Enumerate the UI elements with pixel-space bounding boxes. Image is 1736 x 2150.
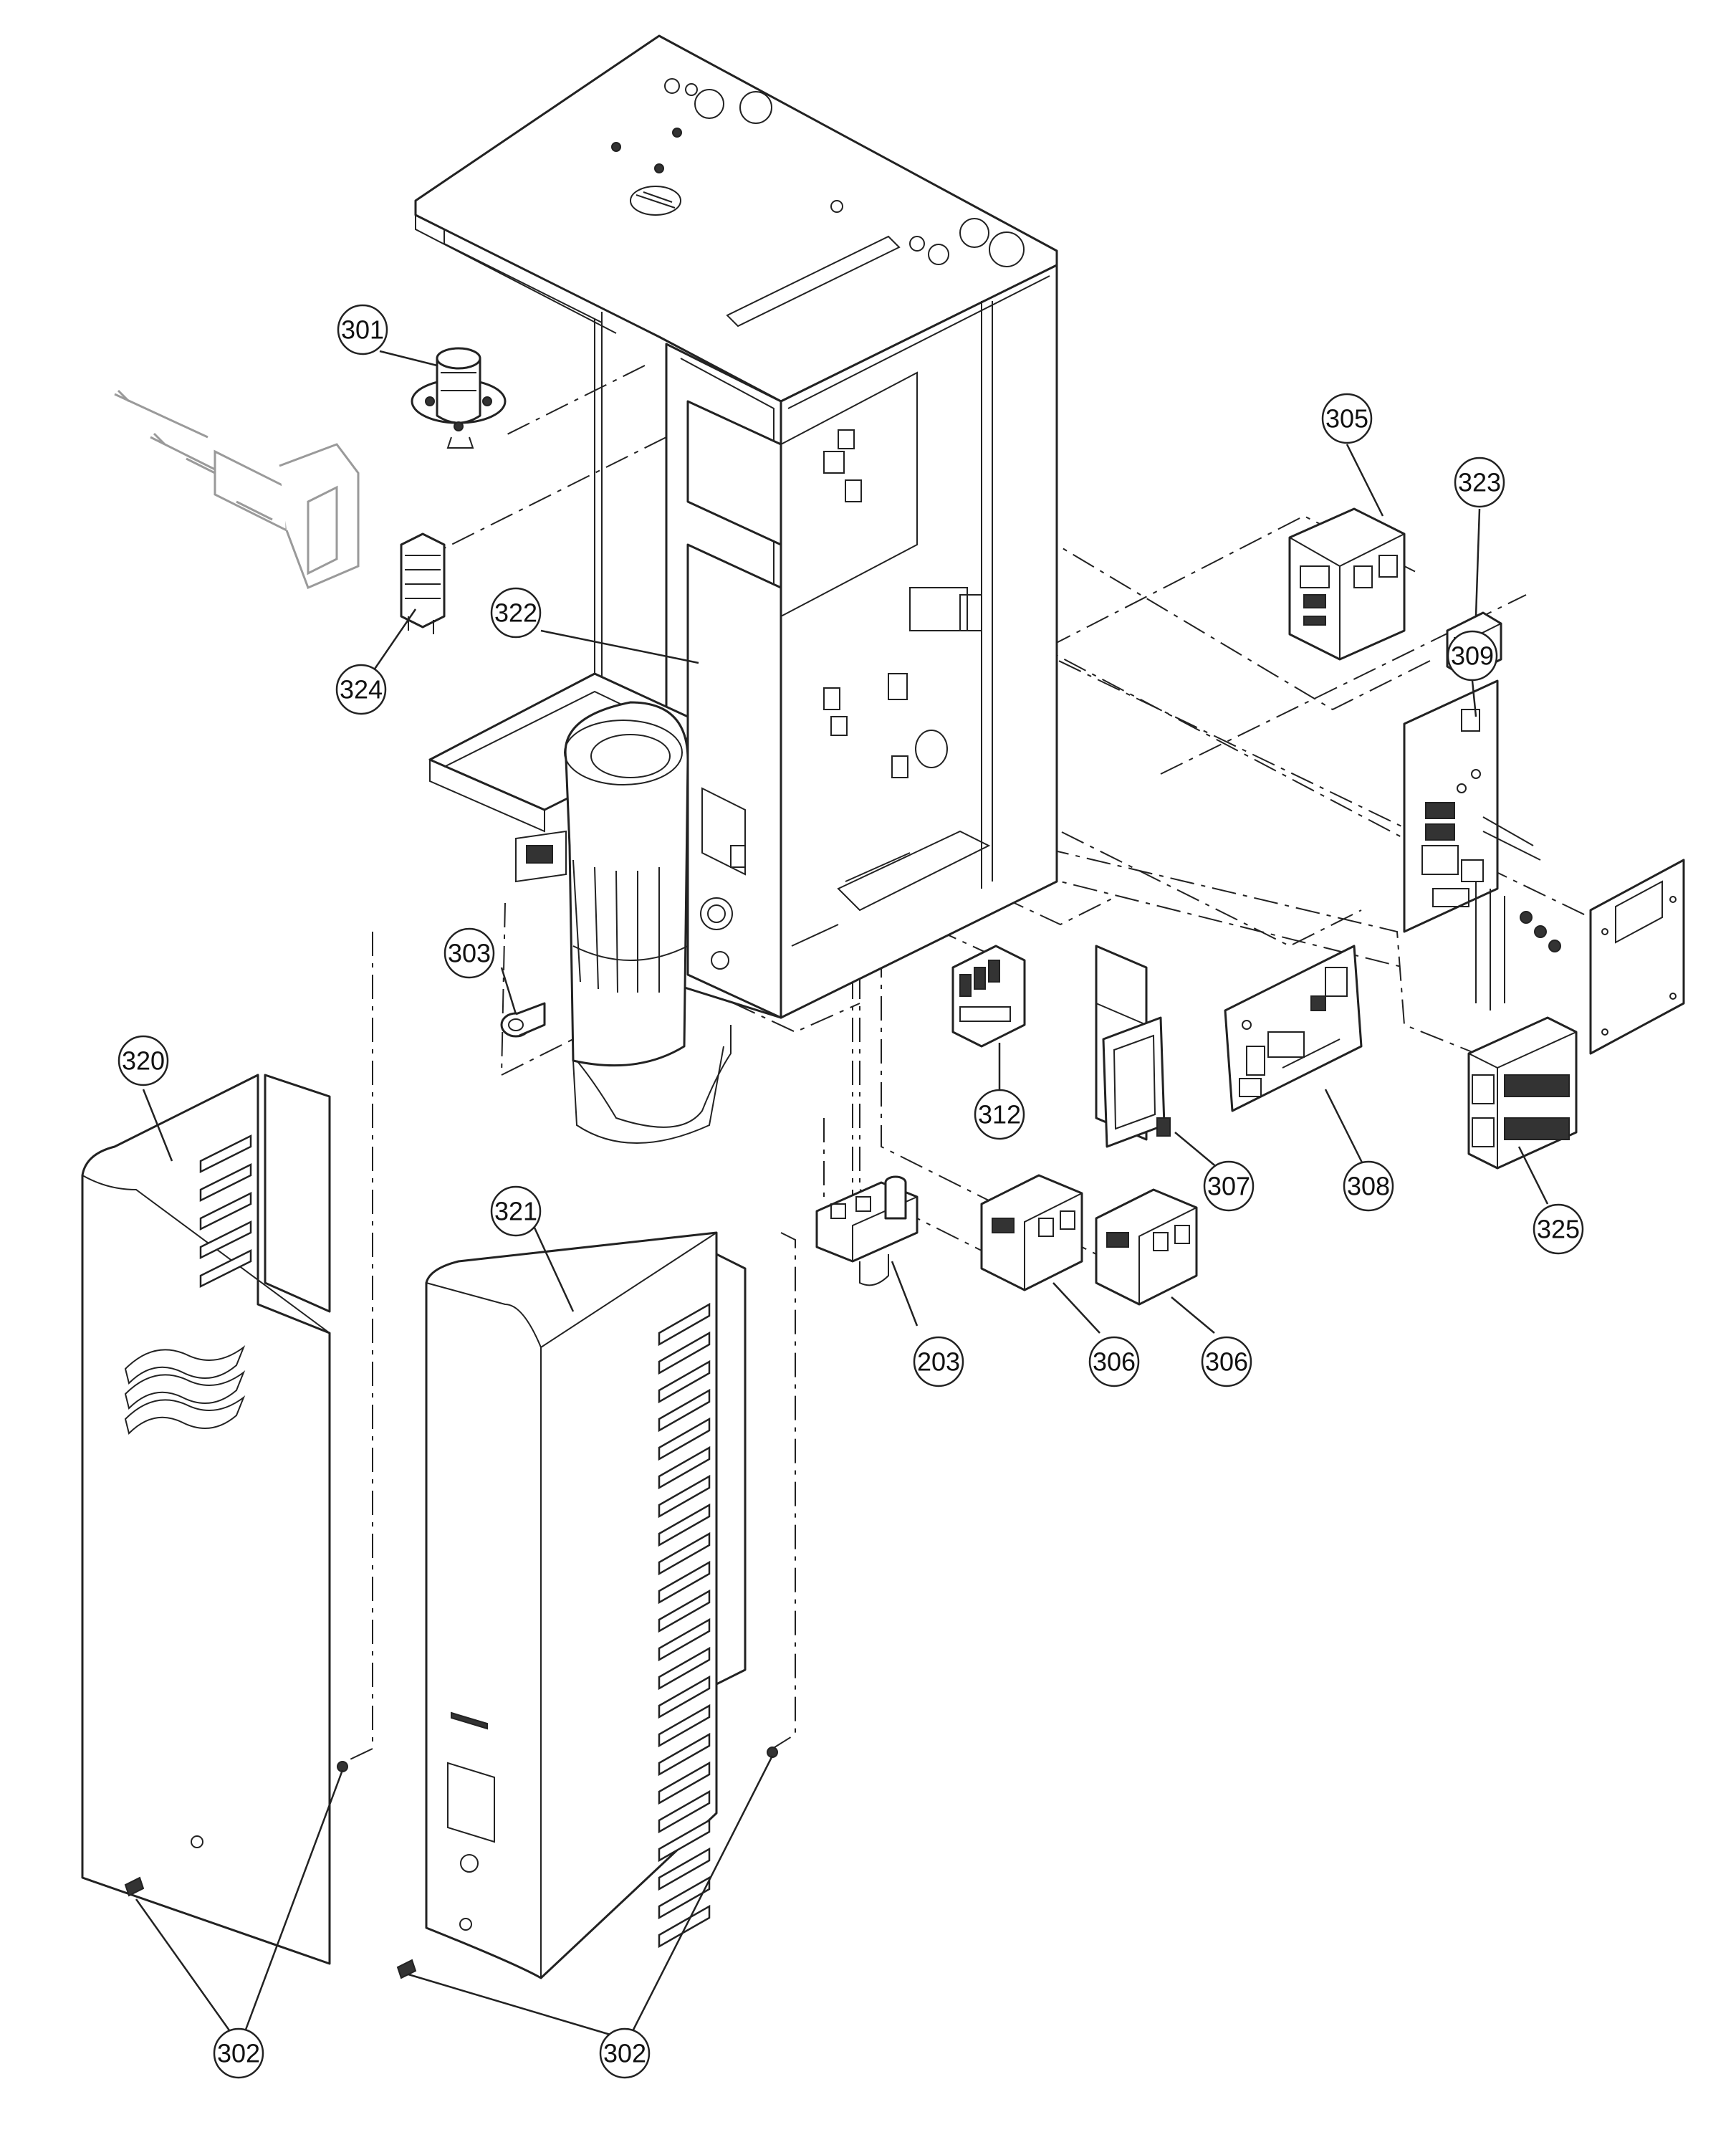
- svg-text:302: 302: [217, 2039, 260, 2068]
- svg-text:320: 320: [122, 1046, 165, 1076]
- part-325-power-module: [1467, 1016, 1578, 1170]
- part-cover-plate: [1589, 859, 1685, 1055]
- svg-text:312: 312: [978, 1100, 1021, 1129]
- part-320-side-panel: [81, 1074, 331, 1965]
- svg-text:323: 323: [1458, 468, 1501, 497]
- part-ghost-pump-assembly: [114, 389, 360, 589]
- callout-302-b: 302: [599, 2027, 651, 2079]
- callout-305: 305: [1321, 393, 1373, 444]
- callout-306-a: 306: [1088, 1336, 1140, 1387]
- callout-320: 320: [118, 1035, 169, 1086]
- part-321-front-panel: [337, 1231, 778, 1979]
- front-panel-louvres: [658, 1302, 711, 1949]
- callout-309: 309: [1447, 630, 1498, 682]
- svg-text:308: 308: [1347, 1172, 1390, 1201]
- leader-lines: [135, 350, 1549, 2037]
- callout-203: 203: [913, 1336, 964, 1387]
- part-203-module: [815, 1175, 919, 1286]
- part-305-contactor: [1288, 507, 1406, 661]
- part-309-control-board: [1403, 679, 1561, 1010]
- callout-321: 321: [490, 1185, 542, 1237]
- svg-text:325: 325: [1537, 1215, 1580, 1244]
- callout-302-a: 302: [213, 2027, 264, 2079]
- callout-306-b: 306: [1201, 1336, 1252, 1387]
- svg-text:303: 303: [448, 939, 491, 968]
- cabinet-frame: [414, 34, 1058, 1144]
- svg-text:321: 321: [494, 1197, 537, 1226]
- callout-322: 322: [490, 587, 542, 639]
- callout-324: 324: [335, 664, 387, 715]
- part-308-main-pcb: [1224, 945, 1363, 1112]
- svg-text:324: 324: [340, 675, 383, 704]
- part-312-terminal-block: [951, 945, 1026, 1048]
- svg-text:307: 307: [1207, 1172, 1250, 1201]
- callout-323: 323: [1454, 457, 1505, 508]
- svg-text:309: 309: [1451, 641, 1494, 671]
- callout-325: 325: [1533, 1203, 1584, 1255]
- svg-text:301: 301: [341, 315, 384, 345]
- callout-301: 301: [337, 304, 388, 355]
- part-307-display-board: [1095, 945, 1171, 1148]
- part-301-motor: [411, 347, 507, 449]
- svg-text:306: 306: [1205, 1347, 1248, 1377]
- svg-text:203: 203: [917, 1347, 960, 1377]
- callout-303: 303: [443, 927, 495, 979]
- callout-308: 308: [1343, 1160, 1394, 1212]
- callout-307: 307: [1203, 1160, 1255, 1212]
- svg-text:302: 302: [603, 2039, 646, 2068]
- svg-text:305: 305: [1325, 404, 1368, 434]
- part-306-contactor-a: [980, 1174, 1083, 1291]
- callout-312: 312: [974, 1089, 1025, 1140]
- svg-text:306: 306: [1093, 1347, 1136, 1377]
- part-306-contactor-b: [1095, 1188, 1198, 1306]
- part-324-connector: [400, 532, 446, 634]
- part-303-fitting: [500, 1002, 546, 1038]
- svg-text:322: 322: [494, 598, 537, 628]
